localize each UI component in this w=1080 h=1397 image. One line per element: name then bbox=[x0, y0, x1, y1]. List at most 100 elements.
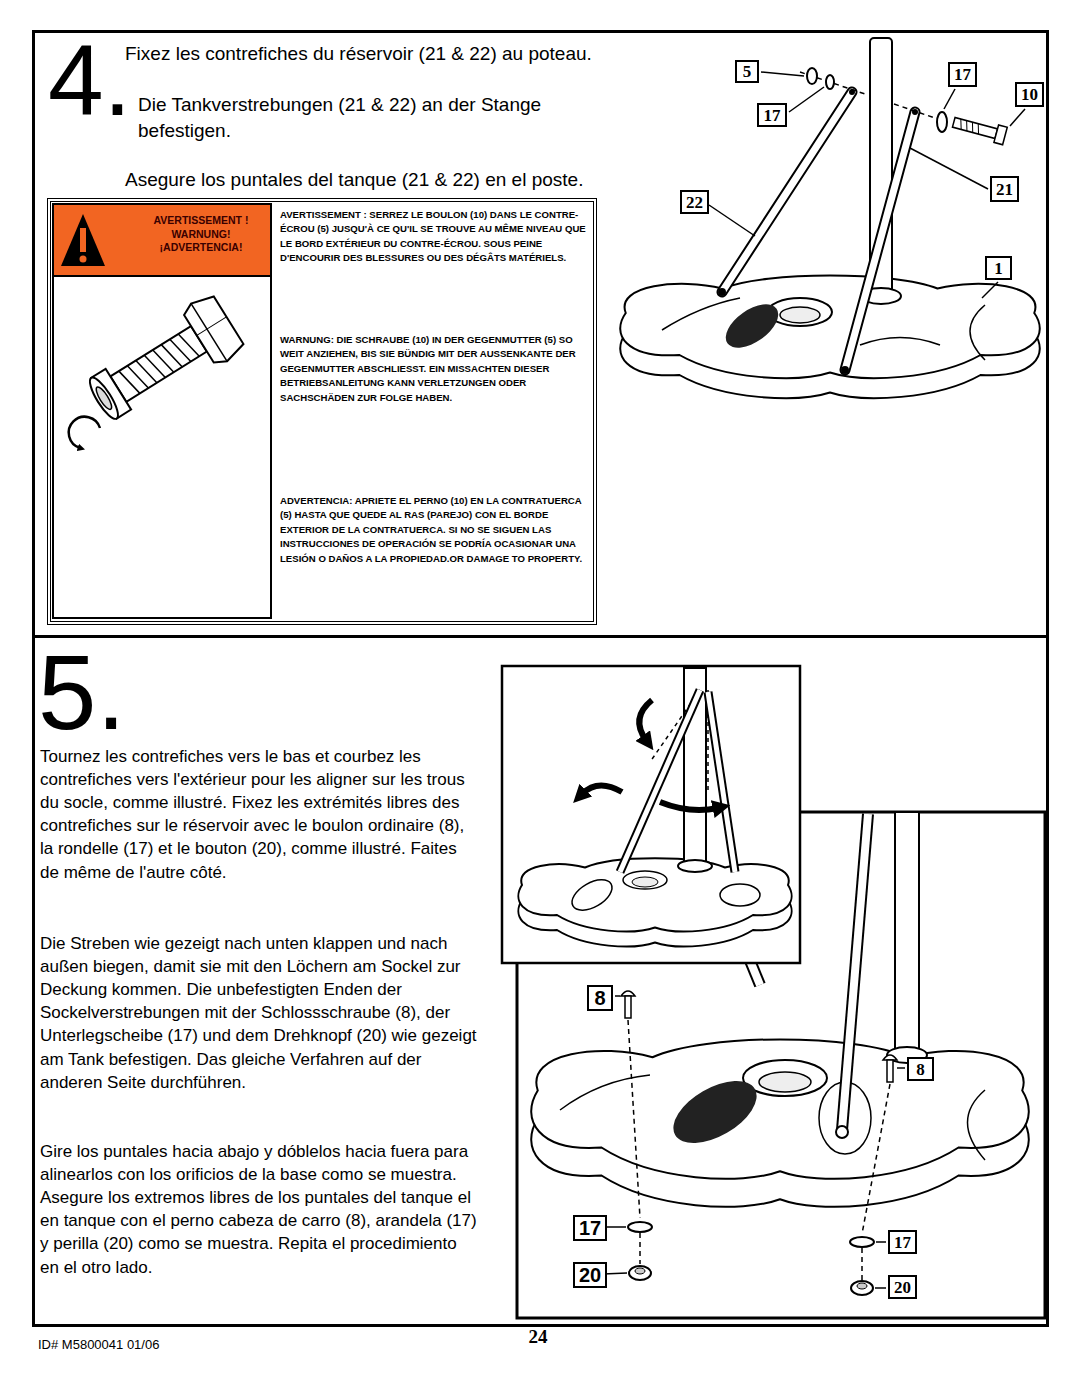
bolt-symbol bbox=[191, 304, 227, 362]
tank-base bbox=[632, 877, 658, 887]
tank-base bbox=[620, 275, 1040, 378]
hardware bbox=[894, 104, 935, 118]
leader-line bbox=[1010, 109, 1025, 126]
step-panel: AVERTISSEMENT ! WARNUNG! ¡ADVERTENCIA!AV… bbox=[32, 30, 1049, 638]
instruction-text: Tournez les contrefiches vers le bas et … bbox=[40, 745, 480, 884]
callout-box: 17 bbox=[757, 103, 787, 127]
hardware bbox=[628, 1020, 640, 1218]
motion-arrow bbox=[639, 700, 652, 740]
tank-base bbox=[968, 1090, 986, 1160]
pole bbox=[887, 812, 927, 1063]
bolt-symbol bbox=[127, 363, 148, 392]
strut bbox=[620, 690, 700, 872]
hardware bbox=[964, 121, 969, 131]
hardware bbox=[937, 112, 947, 132]
tank-base bbox=[860, 338, 940, 346]
warning-label-art bbox=[54, 205, 270, 275]
callout-box: 1 bbox=[985, 256, 1012, 280]
hardware bbox=[826, 75, 834, 89]
leader-line bbox=[876, 1241, 886, 1243]
tank-base bbox=[663, 1068, 767, 1156]
bolt-symbol bbox=[161, 341, 182, 370]
motion-arrow bbox=[660, 802, 718, 810]
leader-line bbox=[615, 995, 620, 997]
warning-text: WARNUNG: DIE SCHRAUBE (10) IN DER GEGENM… bbox=[280, 333, 590, 405]
hardware bbox=[951, 114, 1007, 145]
step-number: 4. bbox=[48, 30, 138, 130]
instruction-text: Fixez les contrefiches du réservoir (21 … bbox=[125, 42, 665, 67]
callout-number: 1 bbox=[994, 260, 1003, 277]
page-number: 24 bbox=[518, 1326, 558, 1349]
leader-line bbox=[944, 89, 955, 109]
callout-number: 17 bbox=[764, 107, 781, 124]
callout-number: 17 bbox=[579, 1218, 601, 1238]
callout-box: 17 bbox=[888, 1230, 917, 1254]
hardware bbox=[952, 117, 997, 138]
callout-number: 8 bbox=[594, 988, 605, 1008]
callout-number: 5 bbox=[743, 63, 752, 80]
hardware bbox=[970, 122, 975, 132]
leader-line bbox=[875, 1287, 886, 1289]
hardware bbox=[850, 1237, 874, 1247]
bolt-symbol bbox=[119, 368, 140, 397]
hardware bbox=[851, 1281, 873, 1295]
leader-line bbox=[910, 148, 988, 189]
bolt-symbol bbox=[80, 291, 247, 430]
strut bbox=[842, 814, 868, 1130]
callout-number: 20 bbox=[579, 1265, 601, 1285]
hardware bbox=[625, 996, 631, 1018]
tank-base bbox=[662, 298, 740, 330]
callout-number: 17 bbox=[954, 66, 971, 83]
strut bbox=[845, 112, 915, 370]
figure-frame bbox=[502, 666, 800, 963]
leader-line bbox=[982, 282, 998, 298]
hardware bbox=[639, 1233, 641, 1264]
step-number: 5. bbox=[38, 640, 148, 745]
strut bbox=[722, 92, 852, 292]
warning-box: AVERTISSEMENT ! WARNUNG! ¡ADVERTENCIA!AV… bbox=[47, 198, 597, 625]
callout-box: 5 bbox=[735, 60, 759, 83]
hardware bbox=[958, 119, 963, 129]
hardware bbox=[807, 68, 817, 84]
bolt-symbol bbox=[153, 347, 174, 376]
bolt-symbol bbox=[144, 352, 165, 381]
tank-base bbox=[560, 1075, 650, 1110]
bolt-symbol bbox=[94, 385, 115, 411]
pole bbox=[895, 812, 919, 1055]
bolt-symbol bbox=[170, 336, 191, 365]
callout-number: 8 bbox=[916, 1061, 925, 1078]
rotation-arrow bbox=[69, 417, 100, 448]
leader-line bbox=[897, 1067, 905, 1069]
hardware bbox=[887, 1060, 893, 1082]
warning-label-art bbox=[80, 256, 87, 263]
tank-base bbox=[623, 871, 667, 889]
tank-base bbox=[567, 874, 617, 917]
callout-box: 17 bbox=[573, 1215, 607, 1241]
callout-box: 8 bbox=[587, 985, 613, 1011]
warning-label-art bbox=[80, 228, 86, 252]
leader-line bbox=[709, 72, 1025, 298]
hardware bbox=[629, 1266, 651, 1280]
callout-box: 22 bbox=[680, 190, 709, 214]
motion-arrow bbox=[582, 785, 622, 794]
tank-base bbox=[620, 275, 1040, 398]
strut bbox=[708, 692, 735, 872]
tank-base bbox=[970, 305, 985, 360]
warning-text: AVERTISSEMENT : SERREZ LE BOULON (10) DA… bbox=[280, 208, 590, 266]
strut bbox=[620, 690, 700, 872]
warning-label-art bbox=[61, 214, 105, 266]
callout-number: 20 bbox=[894, 1279, 911, 1296]
hardware bbox=[861, 1248, 863, 1280]
callout-number: 21 bbox=[996, 181, 1013, 198]
strut bbox=[718, 288, 726, 296]
bolt-symbol bbox=[85, 374, 122, 422]
bolt-symbol bbox=[110, 326, 206, 402]
pole bbox=[678, 860, 712, 872]
callout-box: 21 bbox=[990, 176, 1019, 202]
tank-base bbox=[720, 884, 760, 906]
instruction-text: Gire los puntales hacia abajo y dóblelos… bbox=[40, 1140, 480, 1279]
strut bbox=[836, 1126, 848, 1138]
hardware bbox=[621, 991, 897, 1295]
tank-base bbox=[518, 858, 791, 931]
